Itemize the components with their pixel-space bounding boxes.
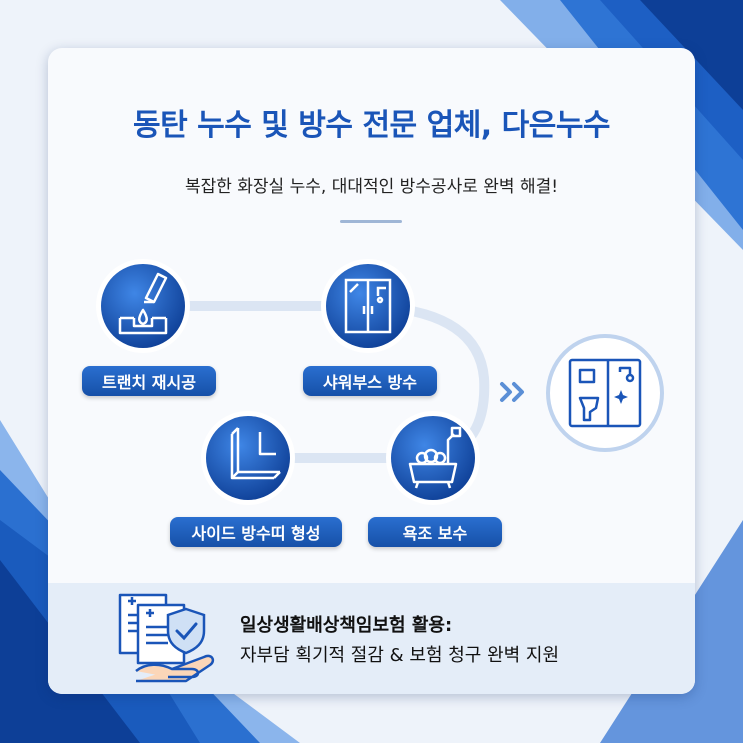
service-flow-diagram bbox=[96, 259, 664, 505]
insurance-heading: 일상생활배상책임보험 활용: bbox=[240, 615, 453, 636]
bathtub-icon bbox=[386, 411, 480, 505]
flow-arrow-icon bbox=[500, 382, 524, 402]
insurance-description: 자부담 획기적 절감 & 보험 청구 완벽 지원 bbox=[240, 645, 560, 666]
clean-bathroom-icon bbox=[546, 334, 664, 452]
corner-waterproof-strip-icon bbox=[201, 411, 295, 505]
service-pill-shower: 샤워부스 방수 bbox=[303, 366, 437, 396]
service-pill-side-strip: 사이드 방수띠 형성 bbox=[170, 517, 342, 547]
service-pill-bathtub: 욕조 보수 bbox=[368, 517, 502, 547]
page-title: 동탄 누수 및 방수 전문 업체, 다은누수 bbox=[132, 108, 611, 143]
insurance-panel: 일상생활배상책임보험 활용: 자부담 획기적 절감 & 보험 청구 완벽 지원 bbox=[48, 583, 695, 694]
page-subtitle: 복잡한 화장실 누수, 대대적인 방수공사로 완벽 해결! bbox=[184, 177, 559, 197]
trench-waterproof-icon bbox=[96, 259, 190, 353]
insurance-document-shield-icon bbox=[118, 593, 215, 683]
shower-booth-icon bbox=[321, 259, 415, 353]
service-pill-trench: 트랜치 재시공 bbox=[82, 366, 216, 396]
main-card: 동탄 누수 및 방수 전문 업체, 다은누수 복잡한 화장실 누수, 대대적인 … bbox=[48, 48, 695, 694]
divider bbox=[340, 220, 402, 223]
